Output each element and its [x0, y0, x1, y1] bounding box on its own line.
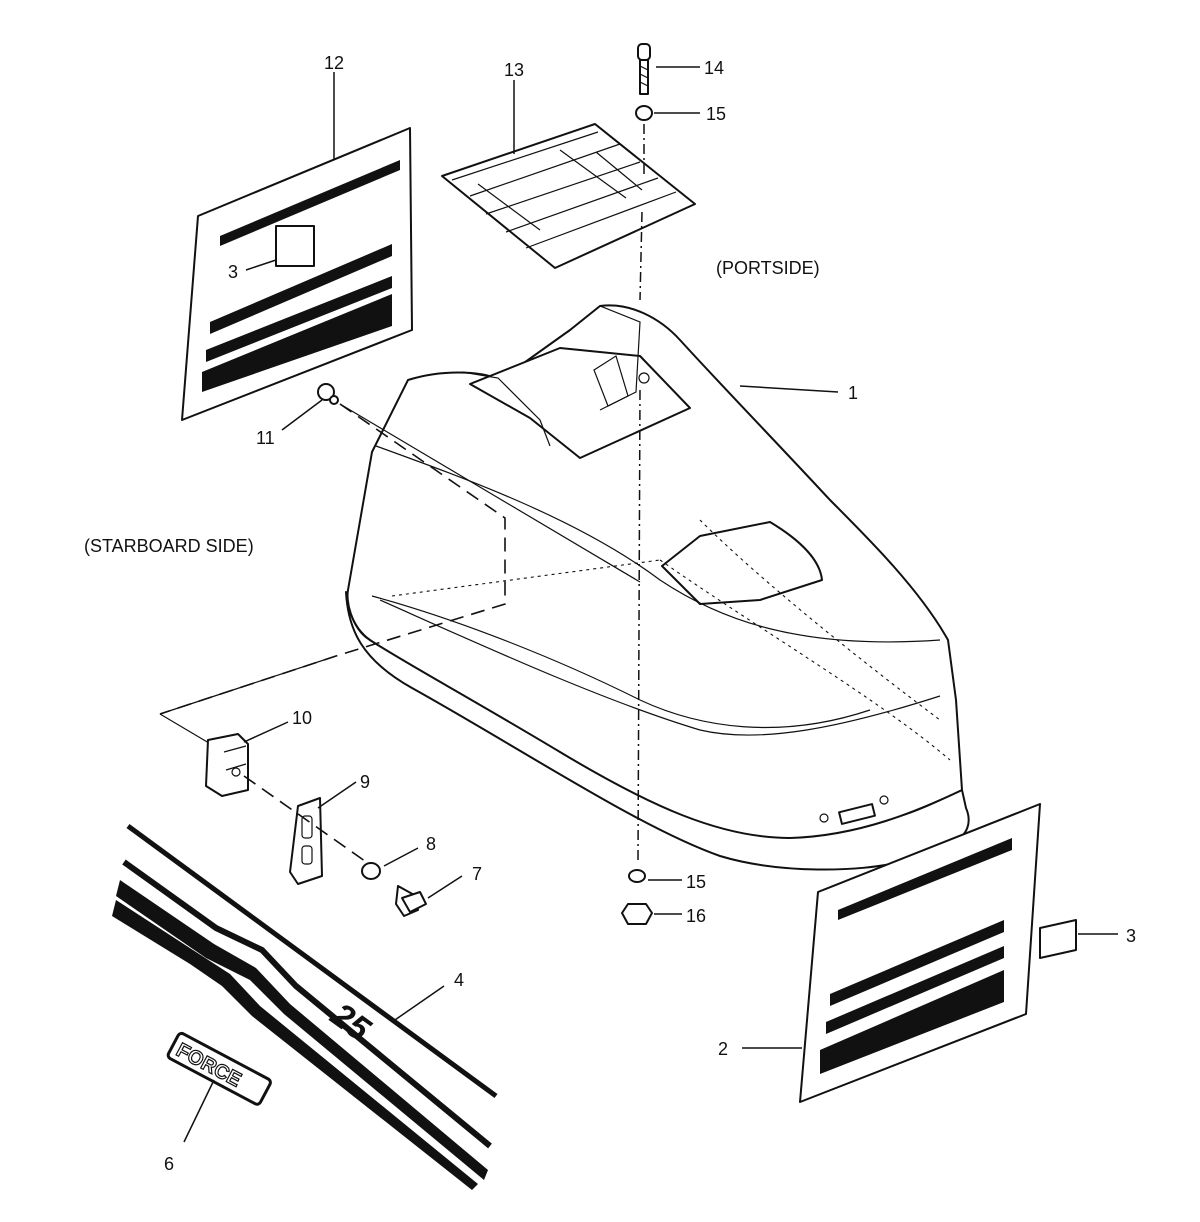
latch-slot — [838, 803, 876, 825]
leader-lines — [183, 66, 1118, 1143]
callout-10: 10 — [292, 708, 312, 728]
washer-8 — [361, 862, 381, 880]
decal-sheet-2 — [799, 803, 1041, 1103]
callout-3-left: 3 — [228, 262, 238, 282]
screw-11 — [159, 383, 641, 715]
callout-14: 14 — [704, 58, 724, 78]
callout-11: 11 — [256, 428, 275, 448]
callout-4: 4 — [454, 970, 464, 990]
force-emblem-6: FORCE — [166, 1031, 272, 1106]
starboard-side-label: (STARBOARD SIDE) — [84, 536, 254, 556]
label-patch-3 — [1039, 919, 1077, 959]
callout-16: 16 — [686, 906, 706, 926]
callout-3-right: 3 — [1126, 926, 1136, 946]
washer-15-upper — [635, 105, 653, 121]
latch-10 — [159, 655, 337, 797]
callout-15-upper: 15 — [706, 104, 726, 124]
callout-13: 13 — [504, 60, 524, 80]
cowl-1 — [345, 304, 970, 871]
screw-14 — [637, 43, 651, 95]
nut-16 — [621, 903, 653, 925]
callout-8: 8 — [426, 834, 436, 854]
callout-7: 7 — [472, 864, 482, 884]
callout-2: 2 — [718, 1039, 728, 1059]
latch-plate-9 — [243, 775, 373, 885]
callout-12: 12 — [324, 53, 344, 73]
small-label-patch — [275, 225, 315, 267]
washer-15-lower — [628, 869, 646, 883]
decal-sheet-12 — [181, 127, 413, 421]
callout-6: 6 — [164, 1154, 174, 1174]
callout-labels: 12 13 14 15 1 3 11 10 9 8 7 15 16 4 6 2 … — [164, 53, 1136, 1174]
screw-7 — [395, 885, 427, 917]
fastener-stack — [621, 43, 653, 925]
top-cover-13 — [441, 123, 696, 269]
callout-15-lower: 15 — [686, 872, 706, 892]
callout-9: 9 — [360, 772, 370, 792]
portside-label: (PORTSIDE) — [716, 258, 820, 278]
callout-1: 1 — [848, 383, 858, 403]
